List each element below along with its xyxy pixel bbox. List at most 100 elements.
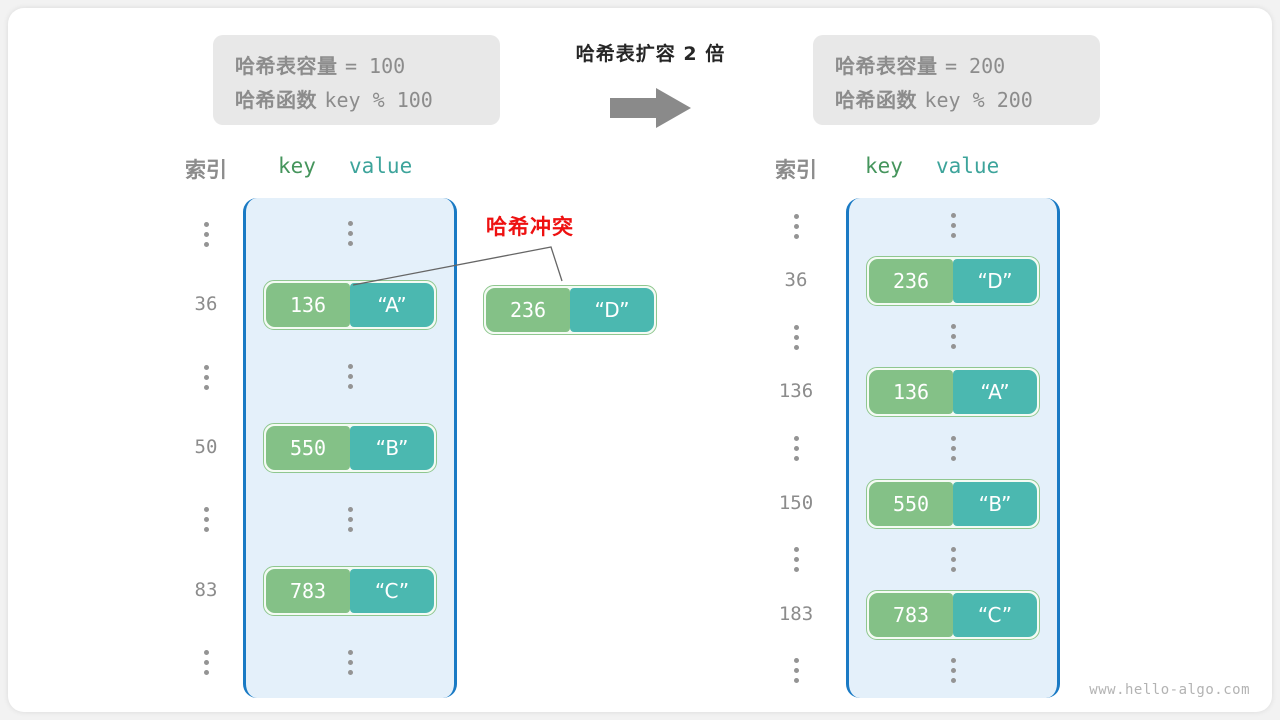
index-ellipsis	[756, 213, 836, 239]
capacity-label-after: 哈希表容量	[835, 54, 938, 78]
index-ellipsis	[166, 221, 246, 247]
key-value-pair: 236“D”	[866, 256, 1040, 307]
index-label: 36	[194, 293, 218, 316]
bucket-ellipsis-row	[846, 644, 1060, 696]
key-value-pair: 783“C”	[263, 565, 437, 616]
key-value-pair: 136“A”	[263, 280, 437, 331]
bucket-ellipsis-row	[243, 493, 457, 545]
vertical-ellipsis-icon	[950, 324, 956, 350]
vertical-ellipsis-icon	[347, 221, 353, 247]
index-ellipsis	[166, 364, 246, 390]
capacity-label-before: 哈希表容量	[235, 54, 338, 78]
function-label-after: 哈希函数	[835, 88, 917, 112]
bucket-ellipsis-row	[846, 311, 1060, 363]
index-label: 83	[194, 578, 218, 601]
index-label: 50	[194, 436, 218, 458]
hash-table-info-before: 哈希表容量 = 100 哈希函数 key % 100	[213, 35, 500, 125]
capacity-value-before: = 100	[344, 54, 406, 78]
hash-table-info-after: 哈希表容量 = 200 哈希函数 key % 200	[813, 35, 1100, 125]
pair-value: “C”	[350, 568, 434, 613]
index-label: 136	[778, 380, 814, 403]
vertical-ellipsis-icon	[347, 506, 353, 532]
bucket-ellipsis-row	[846, 422, 1060, 474]
index-ellipsis	[756, 324, 836, 350]
vertical-ellipsis-icon	[950, 435, 956, 461]
index-label: 150	[778, 491, 814, 514]
bucket-ellipsis-row	[243, 208, 457, 260]
pair-key: 783	[266, 568, 350, 613]
pair-value: “C”	[953, 592, 1037, 637]
bucket-entry-row: 550“B”	[243, 422, 457, 474]
function-label-before: 哈希函数	[235, 88, 317, 112]
vertical-ellipsis-icon	[950, 213, 956, 239]
pair-key: 550	[869, 481, 953, 526]
right-value-header: value	[936, 154, 1000, 178]
index-ellipsis	[166, 507, 246, 533]
pair-key: 136	[266, 283, 350, 328]
function-line-after: 哈希函数 key % 200	[835, 83, 1078, 117]
index-label: 183	[778, 602, 814, 625]
left-index-header: 索引	[185, 158, 227, 182]
expand-caption: 哈希表扩容 2 倍	[575, 43, 726, 65]
right-arrow-icon	[610, 88, 691, 128]
bucket-entry-row: 136“A”	[243, 279, 457, 331]
vertical-ellipsis-icon	[793, 658, 799, 684]
pair-value: “A”	[350, 283, 434, 328]
left-value-header: value	[349, 154, 413, 178]
vertical-ellipsis-icon	[347, 364, 353, 390]
index-ellipsis	[756, 547, 836, 573]
pair-value: “B”	[953, 481, 1037, 526]
vertical-ellipsis-icon	[950, 546, 956, 572]
function-value-before: key % 100	[324, 88, 433, 112]
capacity-line-before: 哈希表容量 = 100	[235, 49, 478, 83]
key-value-pair: 550“B”	[263, 423, 437, 473]
pair-key: 783	[869, 592, 953, 637]
key-value-pair: 236 “D”	[483, 285, 657, 335]
index-ellipsis	[756, 658, 836, 684]
vertical-ellipsis-icon	[203, 364, 209, 390]
vertical-ellipsis-icon	[793, 213, 799, 239]
vertical-ellipsis-icon	[347, 649, 353, 675]
key-value-pair: 136“A”	[866, 367, 1040, 418]
pair-value: “D”	[953, 259, 1037, 304]
pair-value: “D”	[570, 288, 654, 332]
function-value-after: key % 200	[924, 88, 1033, 112]
key-value-pair: 550“B”	[866, 478, 1040, 529]
bucket-entry-row: 136“A”	[846, 366, 1060, 418]
bucket-entry-row: 550“B”	[846, 478, 1060, 530]
index-label: 36	[784, 269, 808, 292]
collision-label: 哈希冲突	[486, 215, 574, 239]
pair-key: 236	[486, 288, 570, 332]
bucket-entry-row: 236“D”	[846, 255, 1060, 307]
pair-key: 136	[869, 370, 953, 415]
vertical-ellipsis-icon	[203, 650, 209, 676]
pair-key: 236	[869, 259, 953, 304]
left-key-header: key	[278, 154, 316, 178]
capacity-line-after: 哈希表容量 = 200	[835, 49, 1078, 83]
pair-value: “B”	[350, 426, 434, 470]
vertical-ellipsis-icon	[950, 657, 956, 683]
bucket-ellipsis-row	[243, 351, 457, 403]
bucket-ellipsis-row	[846, 533, 1060, 585]
bucket-entry-row: 783“C”	[846, 589, 1060, 641]
right-index-header: 索引	[775, 158, 817, 182]
pair-key: 550	[266, 426, 350, 470]
vertical-ellipsis-icon	[793, 547, 799, 573]
key-value-pair: 783“C”	[866, 589, 1040, 640]
vertical-ellipsis-icon	[203, 507, 209, 533]
overflow-pair: 236 “D”	[483, 285, 657, 335]
bucket-entry-row: 783“C”	[243, 565, 457, 617]
index-ellipsis	[756, 436, 836, 461]
vertical-ellipsis-icon	[793, 324, 799, 350]
index-ellipsis	[166, 650, 246, 676]
diagram-card: 哈希表容量 = 100 哈希函数 key % 100 哈希表扩容 2 倍 哈希表…	[8, 8, 1272, 712]
pair-value: “A”	[953, 370, 1037, 415]
right-key-header: key	[865, 154, 903, 178]
bucket-ellipsis-row	[243, 636, 457, 688]
vertical-ellipsis-icon	[793, 436, 799, 461]
function-line-before: 哈希函数 key % 100	[235, 83, 478, 117]
vertical-ellipsis-icon	[203, 221, 209, 247]
bucket-ellipsis-row	[846, 200, 1060, 252]
capacity-value-after: = 200	[944, 54, 1006, 78]
